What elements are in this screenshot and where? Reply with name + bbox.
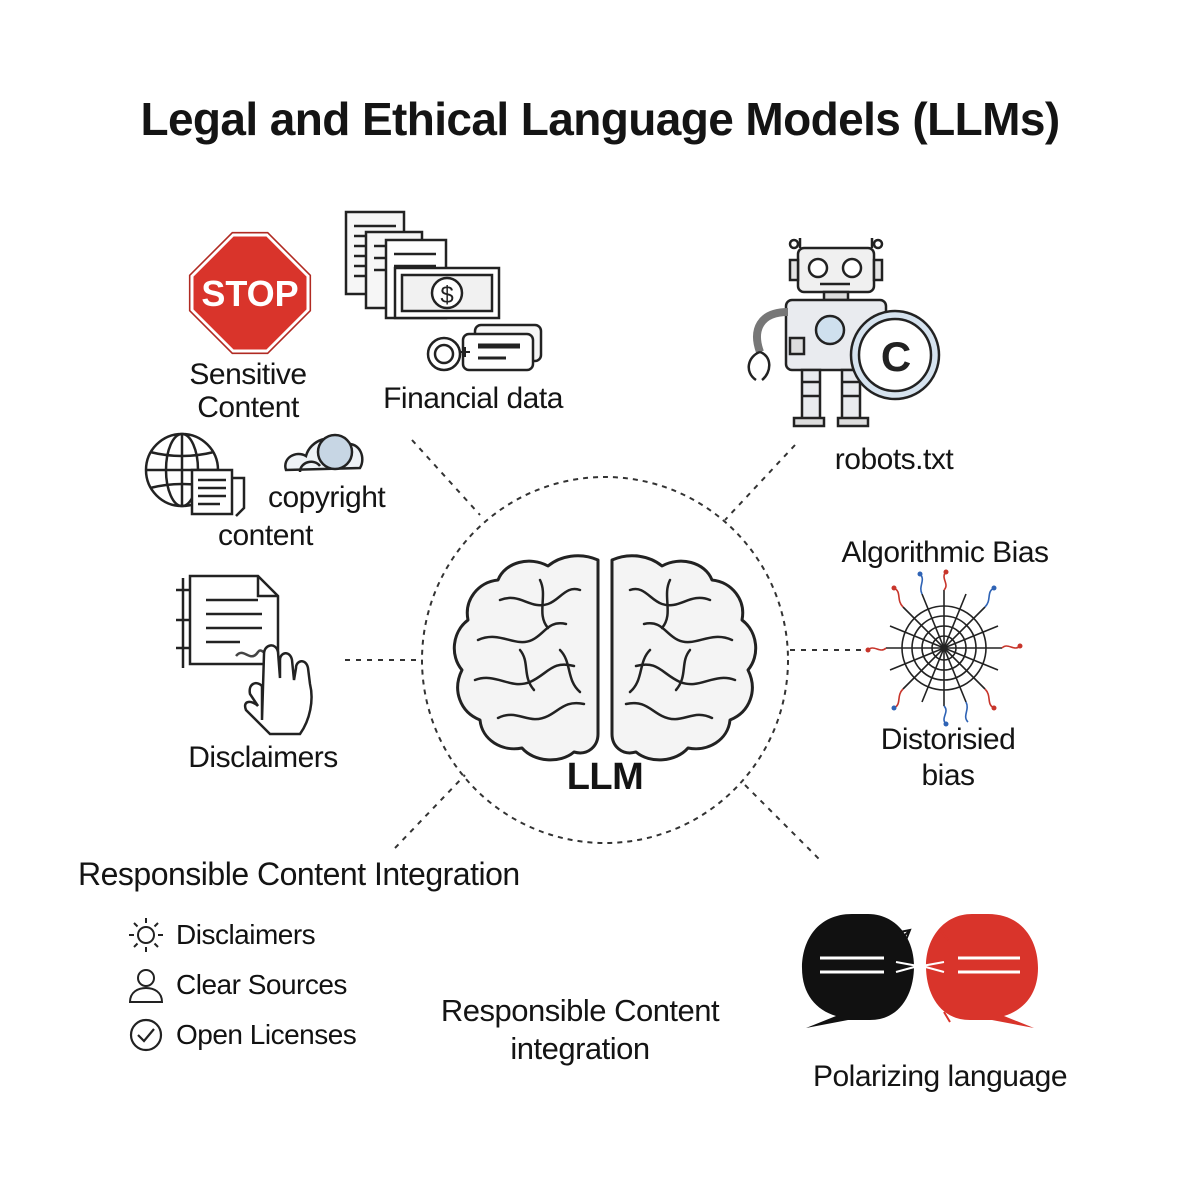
connectors (345, 439, 862, 863)
label-distorised-line2: bias (921, 759, 975, 792)
network-web-icon (865, 569, 1023, 727)
label-sensitive-content-line2: Content (197, 391, 299, 424)
rci-bottom-line2: integration (510, 1031, 650, 1066)
brain-icon (452, 554, 758, 762)
label-robots-txt: robots.txt (834, 443, 954, 476)
stop-sign-text: STOP (201, 273, 298, 314)
rci-item-label: Clear Sources (176, 969, 347, 1000)
label-polarizing-language: Polarizing language (812, 1060, 1068, 1093)
label-distorised-bias: Distorisied bias (856, 722, 1040, 794)
connector-robots (724, 444, 796, 521)
rci-list: Disclaimers Clear Sources Open Licenses (126, 910, 357, 1060)
rci-item-label: Disclaimers (176, 919, 316, 950)
documents-money-icon: $ (344, 210, 543, 372)
label-copyright-line1: copyright (268, 481, 386, 514)
globe-document-icon (144, 432, 364, 517)
sun-icon (126, 915, 166, 955)
label-algorithmic-bias: Algorithmic Bias (841, 536, 1049, 569)
label-financial-data: Financial data (383, 382, 563, 415)
label-distorised-line1: Distorisied (880, 723, 1016, 756)
robot-copyright-icon: C (747, 238, 941, 428)
rci-bottom-label: Responsible Content integration (420, 992, 740, 1068)
opposing-speech-bubbles-icon (802, 914, 1038, 1028)
connector-polarizing (744, 784, 823, 863)
label-sensitive-content-line1: Sensitive (189, 358, 307, 391)
connector-financial (411, 439, 481, 516)
label-llm: LLM (566, 756, 644, 798)
label-copyright-content: copyright content (200, 479, 390, 555)
rci-item-open-licenses: Open Licenses (126, 1010, 357, 1060)
check-circle-icon (126, 1015, 166, 1055)
connector-rci (394, 774, 466, 849)
rci-item-label: Open Licenses (176, 1019, 357, 1050)
rci-item-clear-sources: Clear Sources (126, 960, 356, 1010)
rci-heading: Responsible Content Integration (78, 856, 520, 892)
rci-item-disclaimers: Disclaimers (126, 910, 356, 960)
document-signing-icon (176, 574, 313, 736)
stop-sign-icon: STOP (188, 231, 312, 355)
label-sensitive-content: Sensitive Content (168, 358, 328, 424)
svg-text:$: $ (440, 282, 453, 309)
page-title: Legal and Ethical Language Models (LLMs) (140, 93, 1060, 145)
rci-bottom-line1: Responsible Content (440, 993, 720, 1028)
label-copyright-line2: content (218, 519, 313, 552)
label-disclaimers: Disclaimers (188, 741, 338, 774)
llm-boundary-circle (421, 476, 789, 844)
svg-text:C: C (881, 333, 911, 380)
person-icon (126, 965, 166, 1005)
